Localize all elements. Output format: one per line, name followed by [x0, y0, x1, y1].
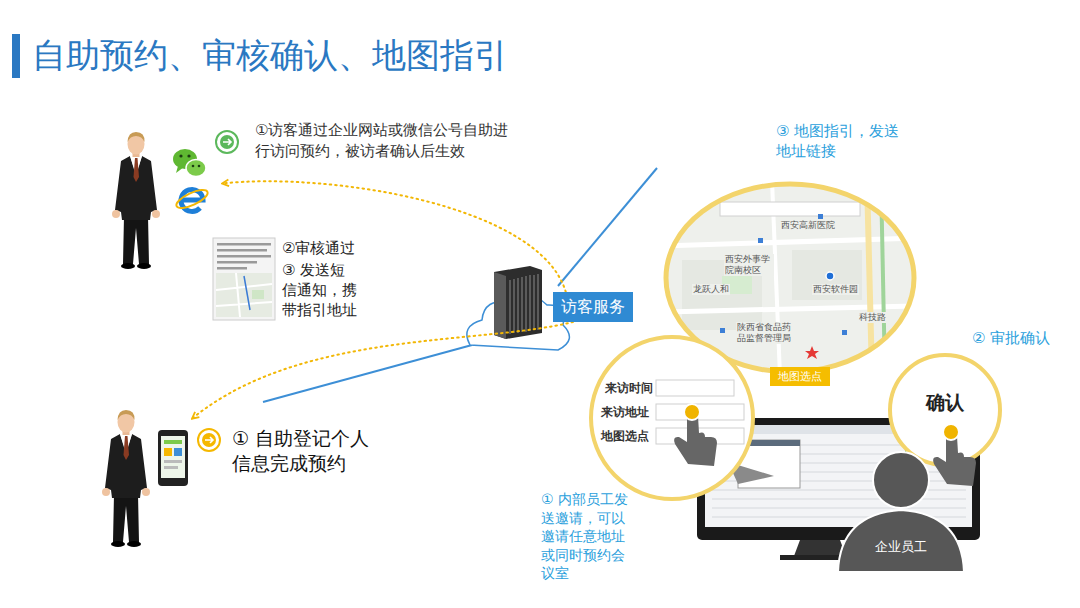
sms-thumbnail	[252, 290, 264, 299]
step-arrow-icon	[216, 131, 238, 153]
bottom-visitor-figure	[102, 410, 188, 547]
pointing-hand	[674, 413, 717, 467]
step-arrow-icon	[216, 131, 238, 153]
wechat-icon	[173, 149, 206, 177]
visitor-figure: ①访客通过企业网站或微信公号自助进行访问预约，被访者确认后生效	[105, 128, 222, 274]
dotted-arrow	[222, 181, 566, 292]
bottom-visitor-figure	[158, 430, 188, 486]
map-pick-tag: 地图选点	[770, 367, 830, 386]
sms-thumbnail	[217, 255, 271, 258]
step-label: ②审核通过	[282, 238, 355, 258]
map-streets	[881, 180, 885, 376]
sms-thumbnail	[213, 238, 275, 320]
pointing-hand	[933, 424, 976, 486]
map-place-name: 龙跃人和	[692, 284, 730, 295]
sms-thumbnail	[213, 238, 275, 320]
step-arrow-icon	[198, 429, 220, 451]
field-label: 地图选点	[601, 428, 649, 444]
map-place-name: 西安高新医院	[780, 220, 836, 231]
wechat-icon	[186, 160, 206, 177]
field-label: 来访时间	[605, 380, 653, 396]
map-streets	[826, 272, 834, 280]
map-streets	[720, 202, 860, 216]
map-streets	[818, 214, 823, 219]
bottom-visitor-figure	[174, 448, 182, 456]
map-place-name: 西安软件园	[812, 284, 859, 295]
sms-thumbnail	[244, 276, 250, 310]
bottom-visitor-figure	[102, 410, 150, 547]
map-place-name: 科技路	[858, 312, 887, 323]
caption-text: ① 自助登记个人信息完成预约	[232, 426, 384, 476]
map-streets	[662, 238, 918, 246]
link-line	[263, 168, 657, 402]
sms-thumbnail	[217, 243, 271, 246]
button-text: 确认	[887, 390, 1003, 414]
sms-thumbnail	[217, 249, 267, 252]
sms-thumbnail	[216, 273, 272, 317]
dotted-arrow	[192, 322, 573, 419]
bottom-visitor-figure	[164, 460, 182, 463]
sms-thumbnail	[217, 261, 257, 264]
pointing-hand	[943, 424, 959, 440]
map-streets	[805, 346, 819, 359]
step-note: ① 内部员工发送邀请，可以邀请任意地址或同时预约会议室	[541, 490, 633, 583]
field-label: 来访地址	[601, 404, 649, 420]
confirm-bubble: 确认	[887, 352, 1003, 468]
step-arrow-icon	[223, 139, 231, 145]
step-note: ② 审批确认	[972, 329, 1050, 347]
map-place-name: 西安外事学院南校区	[724, 254, 774, 276]
map-streets	[842, 330, 847, 335]
wechat-icon	[187, 154, 190, 157]
form-bubble: 来访时间来访地址地图选点	[588, 334, 756, 502]
monitor	[794, 540, 846, 556]
employee-silhouette: 企业员工	[836, 448, 966, 572]
service-box: 访客服务	[553, 292, 633, 322]
figure-caption: 企业员工	[836, 538, 966, 555]
link-line	[263, 345, 472, 402]
top-visitor-figure	[112, 132, 160, 269]
map-place-name: 陕西省食品药品监督管理局	[736, 322, 796, 344]
wechat-icon	[192, 165, 195, 168]
box-text: 访客服务	[561, 297, 625, 317]
silhouette-head	[873, 452, 929, 508]
pointing-hand	[933, 433, 976, 487]
wechat-icon	[176, 166, 184, 173]
visitor-figure: ① 自助登记个人信息完成预约	[95, 412, 192, 546]
step-label: ③ 发送短信通知，携带指引地址	[282, 260, 360, 320]
title-bar	[12, 34, 20, 78]
tag-text: 地图选点	[778, 369, 822, 384]
browser-icon	[174, 186, 210, 211]
wechat-icon	[179, 154, 182, 157]
step-arrow-icon	[198, 429, 220, 451]
step-arrow-icon	[220, 135, 234, 149]
sms-thumbnail	[216, 273, 272, 317]
map-streets	[720, 328, 725, 333]
browser-icon	[174, 186, 210, 211]
caption-text: ①访客通过企业网站或微信公号自助进行访问预约，被访者确认后生效	[255, 120, 517, 162]
wechat-icon	[173, 149, 197, 169]
wechat-icon	[198, 165, 201, 168]
input-field	[656, 404, 744, 420]
bottom-visitor-figure	[161, 436, 185, 478]
sms-thumbnail	[217, 267, 247, 270]
bottom-visitor-figure	[164, 440, 182, 444]
step-arrow-icon	[205, 437, 213, 443]
bubble-rim	[591, 337, 753, 499]
bottom-visitor-figure	[164, 448, 172, 456]
step-arrow-icon	[202, 433, 216, 447]
pointing-hand	[684, 404, 700, 420]
map-streets	[792, 250, 862, 300]
slide-title: 自助预约、审核确认、地图指引	[32, 32, 508, 78]
top-visitor-figure	[112, 132, 160, 269]
link-line	[558, 168, 657, 286]
input-field	[656, 380, 734, 396]
bottom-visitor-figure	[164, 466, 178, 469]
pointing-hand	[674, 404, 717, 466]
step-note: ③ 地图指引，发送地址链接	[776, 121, 906, 161]
map-streets	[758, 238, 763, 243]
server-icon	[494, 272, 506, 339]
server-icon	[510, 274, 538, 334]
